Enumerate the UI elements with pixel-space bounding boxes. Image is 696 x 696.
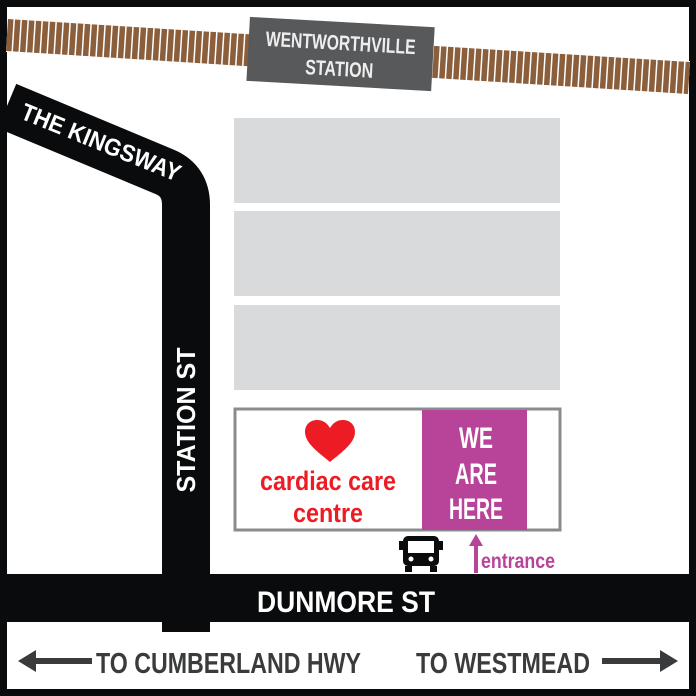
road-the-kingsway	[0, 83, 210, 632]
direction-right-label: TO WESTMEAD	[416, 648, 590, 680]
building-block	[234, 305, 560, 390]
we-are-here-marker: WE ARE HERE	[422, 410, 527, 530]
clinic-name-line1: cardiac care	[260, 466, 396, 496]
direction-left-label: TO CUMBERLAND HWY	[96, 648, 361, 680]
heart-icon	[305, 420, 355, 462]
station-name-line2: STATION	[305, 56, 374, 83]
road-label-dunmore-st: DUNMORE ST	[257, 586, 435, 619]
marker-line3: HERE	[449, 493, 503, 526]
building-block	[234, 211, 560, 296]
left-arrow-icon	[18, 650, 92, 672]
marker-line2: ARE	[455, 458, 497, 491]
entrance-arrow-icon	[469, 534, 483, 573]
right-arrow-icon	[602, 650, 678, 672]
bus-icon	[399, 536, 443, 572]
road-dunmore-st	[7, 574, 689, 622]
road-label-station-st: STATION ST	[171, 347, 201, 492]
building-block	[234, 118, 560, 203]
clinic-name-line2: centre	[293, 498, 363, 528]
marker-line1: WE	[459, 422, 493, 455]
station-sign: WENTWORTHVILLE STATION	[246, 16, 435, 92]
entrance-label: entrance	[481, 550, 555, 573]
